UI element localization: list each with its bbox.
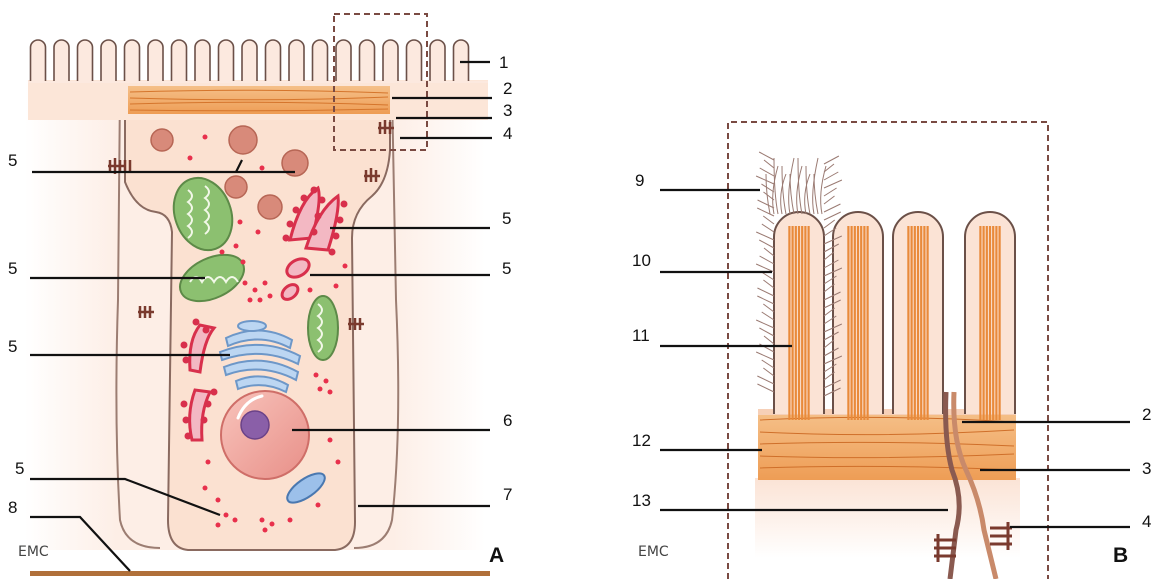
label-5-granules: 5 bbox=[15, 459, 24, 478]
glycocalyx-strand bbox=[764, 248, 774, 256]
microvillus bbox=[78, 40, 93, 82]
label-11: 11 bbox=[632, 326, 650, 345]
glycocalyx-strand bbox=[757, 296, 774, 304]
label-1: 1 bbox=[499, 53, 508, 72]
glycocalyx-strand bbox=[824, 204, 840, 212]
glycocalyx-strand bbox=[757, 376, 774, 384]
glycocalyx-strand bbox=[762, 224, 774, 232]
label-10: 10 bbox=[632, 251, 651, 270]
microvillus bbox=[336, 40, 351, 82]
label-4: 4 bbox=[503, 124, 512, 143]
glycocalyx-strand bbox=[756, 352, 774, 360]
label-5-golgi: 5 bbox=[8, 337, 17, 356]
glycocalyx-strand bbox=[760, 256, 774, 264]
label-2: 2 bbox=[503, 79, 512, 98]
glycocalyx-strand bbox=[824, 196, 835, 204]
label-6: 6 bbox=[503, 411, 512, 430]
microvilli-b bbox=[774, 212, 1015, 420]
glycocalyx-strand bbox=[757, 208, 774, 216]
glycocalyx-strand bbox=[757, 288, 774, 296]
glycocalyx-strand bbox=[756, 320, 774, 328]
glycocalyx-strand bbox=[790, 174, 794, 214]
glycocalyx-strand bbox=[756, 232, 774, 240]
microvillus bbox=[195, 40, 210, 82]
glycocalyx-strand bbox=[824, 172, 838, 180]
label-5-vesicle: 5 bbox=[502, 259, 511, 278]
glycocalyx-strand bbox=[761, 184, 774, 192]
glycocalyx-strand bbox=[758, 200, 774, 208]
glycocalyx-strand bbox=[824, 220, 835, 228]
glycocalyx-strand bbox=[763, 304, 774, 312]
microvillus bbox=[219, 40, 234, 82]
glycocalyx-strand bbox=[763, 368, 774, 376]
microvillus bbox=[125, 40, 140, 82]
glycocalyx-strand bbox=[782, 166, 786, 214]
logo-emc-a: EMC bbox=[18, 544, 49, 560]
label-2-b: 2 bbox=[1142, 405, 1151, 424]
glycocalyx-strand bbox=[762, 360, 774, 368]
glycocalyx-strand bbox=[813, 158, 818, 214]
label-3-b: 3 bbox=[1142, 459, 1151, 478]
glycocalyx-strand bbox=[764, 160, 774, 168]
glycocalyx-strand bbox=[756, 264, 774, 272]
glycocalyx-strand bbox=[824, 188, 837, 196]
glycocalyx-strand bbox=[763, 280, 774, 288]
microvillus bbox=[54, 40, 69, 82]
glycocalyx-strand bbox=[806, 166, 810, 214]
glycocalyx-strand bbox=[789, 158, 794, 214]
glycocalyx-strand bbox=[763, 216, 774, 224]
microvillus bbox=[101, 40, 116, 82]
glycocalyx-strand bbox=[762, 272, 774, 280]
glycocalyx-strand bbox=[824, 156, 839, 164]
glycocalyx-strand bbox=[756, 176, 774, 184]
label-8: 8 bbox=[8, 498, 17, 517]
glycocalyx-strand bbox=[760, 168, 774, 176]
glycocalyx-strand bbox=[814, 174, 818, 214]
microvillus bbox=[148, 40, 163, 82]
microvillus bbox=[383, 40, 398, 82]
logo-emc-b: EMC bbox=[638, 544, 669, 560]
panel-a: 1 2 3 4 5 5 5 5 5 6 5 7 8 EMC A bbox=[8, 14, 512, 576]
microvillus bbox=[172, 40, 187, 82]
label-4-b: 4 bbox=[1142, 512, 1151, 531]
glycocalyx-strand bbox=[766, 174, 770, 214]
label-9: 9 bbox=[635, 171, 644, 190]
glycocalyx-strand bbox=[759, 240, 774, 248]
label-7: 7 bbox=[503, 485, 512, 504]
microvillus bbox=[360, 40, 375, 82]
glycocalyx-strand bbox=[764, 336, 774, 344]
microvillus bbox=[242, 40, 257, 82]
microvillus bbox=[31, 40, 46, 82]
label-5-lysosomes: 5 bbox=[8, 151, 17, 170]
microvillus bbox=[313, 40, 328, 82]
microvillus bbox=[289, 40, 304, 82]
label-5-mitochondrion: 5 bbox=[8, 259, 17, 278]
glycocalyx-strand bbox=[824, 212, 841, 220]
basement-membrane bbox=[30, 571, 490, 576]
nucleus bbox=[221, 391, 309, 479]
label-12: 12 bbox=[632, 431, 651, 450]
glycocalyx-strand bbox=[762, 312, 774, 320]
glycocalyx-strand bbox=[759, 328, 774, 336]
glycocalyx-strand bbox=[821, 166, 826, 214]
microvilli-a bbox=[28, 40, 488, 82]
microvillus bbox=[407, 40, 422, 82]
label-13: 13 bbox=[632, 491, 651, 510]
microvillus bbox=[430, 40, 445, 82]
glycocalyx-strand bbox=[757, 384, 774, 392]
microvillus bbox=[266, 40, 281, 82]
glycocalyx-strand bbox=[824, 180, 842, 188]
label-3: 3 bbox=[503, 101, 512, 120]
panel-letter-b: B bbox=[1113, 544, 1128, 567]
label-5-rer-top: 5 bbox=[502, 209, 511, 228]
glycocalyx-strand bbox=[759, 152, 774, 160]
panel-letter-a: A bbox=[489, 544, 504, 567]
panel-b: 9 10 11 12 13 2 3 4 EMC B bbox=[632, 122, 1151, 579]
